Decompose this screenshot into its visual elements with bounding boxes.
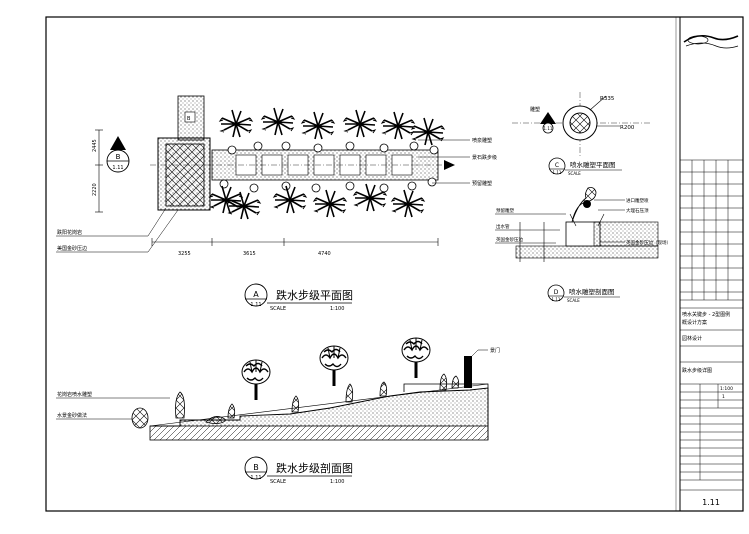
plan-sheet-ref: 1.11 — [250, 302, 261, 308]
section-label-gold-sand-site: 英国金砂压边（现场） — [626, 239, 671, 246]
plan-scale-value: 1:100 — [330, 306, 344, 312]
fountain-plan-title: 喷水雕塑平面图 — [570, 160, 616, 169]
dim-vertical-1: 2445 — [92, 139, 98, 152]
fountain-plan-scale: SCALE — [568, 171, 581, 176]
callout-fountain-sculpture: 喷泉雕塑 — [472, 137, 492, 144]
fountain-section-ref: 1.11 — [552, 297, 561, 302]
fountain-mark-ref: 1.11 — [544, 126, 553, 131]
elevation-sheet-ref: 1.11 — [250, 475, 261, 481]
callout-gold-sand-edge: 美国金砂压边 — [57, 245, 87, 252]
radius-1: R335 — [600, 96, 615, 102]
elevation-label-water-sand: 水景金砂做法 — [57, 412, 87, 419]
elevation-scale-label: SCALE — [270, 479, 286, 485]
title-block-drawing-name: 跌水步级详图 — [682, 367, 712, 374]
section-label-reserved: 预留雕塑 — [496, 207, 514, 214]
company-logo — [683, 34, 739, 49]
plan-scale-label: SCALE — [270, 306, 286, 312]
fountain-section-title: 喷水雕塑剖面图 — [569, 287, 615, 296]
dim-vertical-2: 2220 — [92, 183, 98, 196]
title-block-company: 园林设计 — [682, 335, 702, 342]
elevation-view: 景门 花岗岩喷水雕塑 水景金砂做法 B 1.11 跌水步级剖面图 — [56, 337, 500, 485]
plan-section-marker: B — [116, 153, 121, 161]
plan-view: B — [56, 95, 497, 312]
elevation-label-gate: 景门 — [490, 347, 500, 354]
dim-horizontal-3: 4740 — [318, 251, 331, 257]
fountain-section-scale: SCALE — [567, 298, 580, 303]
radius-2: R200 — [620, 125, 635, 131]
elevation-label-granite-fountain: 花岗岩喷水雕塑 — [57, 391, 92, 398]
fountain-section-marker: D — [554, 289, 559, 296]
sheet-number: 1.11 — [702, 498, 720, 507]
fountain-section: 预留雕塑 出水管 英国金砂压边 进口雕塑喷 大理石压顶 英国金砂压边（现场） D… — [495, 187, 671, 303]
fountain-label-sculpture: 雕塑 — [530, 106, 540, 113]
elevation-marker: B — [253, 463, 259, 472]
fountain-plan-marker: C — [555, 162, 559, 169]
fountain-plan-ref: 1.11 — [553, 170, 562, 175]
title-block-subtitle: 概设计方案 — [682, 319, 707, 326]
plan-title: 跌水步级平面图 — [276, 288, 353, 302]
title-block-project: 喷水关键步 - 2型图例 — [682, 311, 730, 318]
fountain-plan: R335 R200 1.11 雕塑 C 1.11 喷水雕塑平面图 SCALE — [512, 92, 650, 176]
plan-marker: A — [253, 290, 259, 299]
callout-granite: 跌阳花岗岩 — [57, 229, 82, 236]
callout-reserved-sculpture: 预留雕塑 — [472, 180, 492, 187]
elevation-title: 跌水步级剖面图 — [276, 461, 353, 475]
svg-text:B: B — [187, 116, 191, 122]
dim-horizontal-1: 3255 — [178, 251, 191, 257]
title-block-scale: 1:100 — [720, 386, 733, 392]
title-block-sheet-count: 1 — [722, 394, 725, 400]
section-label-marble-cap: 大理石压顶 — [626, 207, 649, 214]
dim-horizontal-2: 3615 — [243, 251, 256, 257]
elevation-scale-value: 1:100 — [330, 479, 344, 485]
callout-stone-steps: 景石跌步级 — [472, 154, 497, 161]
sheet-border — [45, 16, 744, 512]
section-label-imported-spray: 进口雕塑喷 — [626, 197, 649, 204]
plan-section-ref: 1.11 — [112, 165, 123, 171]
section-label-outlet-pipe: 出水管 — [496, 223, 510, 230]
title-block: 喷水关键步 - 2型图例 概设计方案 园林设计 跌水步级详图 1:100 1 — [680, 34, 743, 491]
section-label-gold-sand: 英国金砂压边 — [496, 236, 523, 243]
